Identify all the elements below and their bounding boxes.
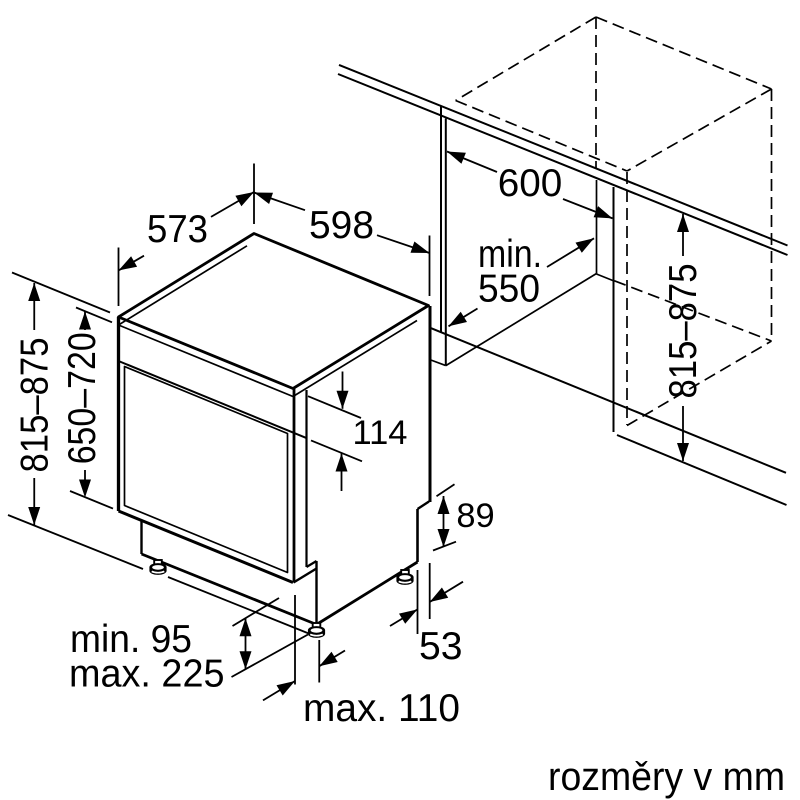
svg-text:89: 89: [456, 497, 494, 535]
svg-text:815–875: 815–875: [662, 264, 705, 399]
svg-text:max. 110: max. 110: [303, 687, 460, 730]
svg-text:550: 550: [478, 268, 540, 311]
svg-text:573: 573: [147, 208, 208, 251]
svg-text:rozměry v mm: rozměry v mm: [548, 755, 785, 799]
svg-text:114: 114: [353, 414, 408, 452]
svg-text:598: 598: [309, 204, 374, 247]
svg-text:815–875: 815–875: [14, 338, 57, 473]
svg-text:600: 600: [498, 162, 563, 205]
svg-text:min.: min.: [478, 233, 542, 276]
svg-text:53: 53: [419, 625, 463, 668]
svg-text:650–720: 650–720: [61, 332, 104, 464]
svg-text:max. 225: max. 225: [69, 653, 225, 696]
svg-text:min. 95: min. 95: [70, 618, 192, 661]
